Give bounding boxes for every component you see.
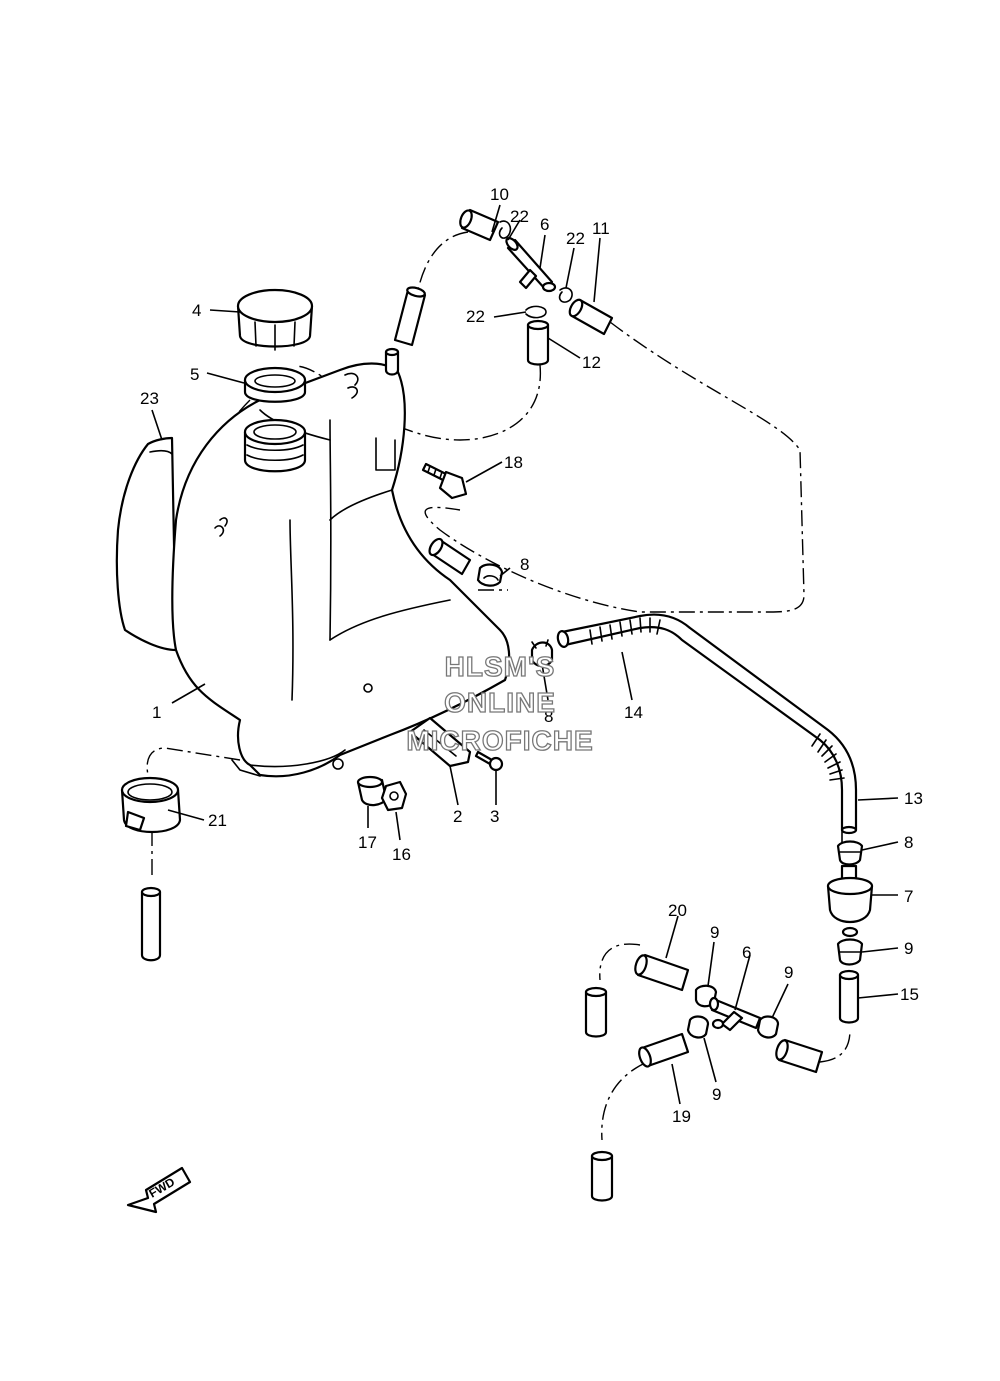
clamp-9-b (686, 1015, 710, 1039)
label-21: 21 (208, 811, 227, 830)
bolt-18 (421, 462, 468, 500)
hose-11 (568, 298, 614, 336)
hose-15 (838, 969, 860, 1024)
hose-20 (634, 953, 690, 992)
label-14: 14 (624, 703, 643, 722)
fuel-filter-7 (826, 864, 874, 938)
label-6a: 6 (540, 215, 549, 234)
label-8a: 8 (520, 555, 529, 574)
label-15: 15 (900, 985, 919, 1004)
label-3: 3 (490, 807, 499, 826)
label-9b: 9 (784, 963, 793, 982)
bracket-2 (408, 716, 472, 768)
label-2: 2 (453, 807, 462, 826)
label-23: 23 (140, 389, 159, 408)
clamp-9-c (756, 1015, 780, 1039)
fuel-hose-14 (556, 613, 858, 835)
label-18: 18 (504, 453, 523, 472)
label-22c: 22 (466, 307, 485, 326)
watermark-line-3: MICROFICHE (406, 725, 593, 756)
leader-lines (151, 204, 899, 1105)
nut-16 (380, 780, 408, 812)
label-11: 11 (592, 219, 610, 238)
band-strap-end (140, 886, 162, 962)
hose-8-mid (428, 537, 472, 576)
label-22b: 22 (566, 229, 585, 248)
t-joint-lower (708, 996, 762, 1032)
label-20: 20 (668, 901, 687, 920)
side-shroud (115, 436, 178, 652)
hose-right-short (775, 1038, 824, 1074)
clamp-8-fitting (530, 639, 554, 668)
label-22a: 22 (510, 207, 529, 226)
t-joint-upper (505, 237, 557, 293)
label-1: 1 (152, 703, 161, 722)
label-7: 7 (904, 887, 913, 906)
label-12: 12 (582, 353, 601, 372)
hose-19 (638, 1032, 690, 1068)
screw-3 (474, 750, 504, 772)
label-10: 10 (490, 185, 509, 204)
filler-neck (243, 418, 307, 473)
vent-hose-10 (459, 208, 500, 242)
watermark: HLSM'S ONLINE MICROFICHE (406, 650, 594, 756)
label-5: 5 (190, 365, 199, 384)
label-6b: 6 (742, 943, 751, 962)
hose-12 (526, 319, 550, 366)
callout-labels: 1 2 3 4 5 6 6 7 8 8 8 9 9 9 9 9 10 11 12… (140, 185, 923, 1126)
label-17: 17 (358, 833, 377, 852)
clamp-9-filter (836, 938, 864, 966)
fuel-cap (236, 288, 314, 351)
band-21 (120, 776, 182, 834)
label-9a: 9 (710, 923, 719, 942)
label-9d: 9 (904, 939, 913, 958)
cap-gasket (243, 366, 307, 403)
watermark-line-2: ONLINE (444, 687, 556, 718)
label-16: 16 (392, 845, 411, 864)
hose-stub-upper (584, 986, 608, 1038)
vent-hose-piece (393, 286, 427, 347)
collar-17 (356, 775, 388, 807)
label-19: 19 (672, 1107, 691, 1126)
clamp-8-lower (836, 840, 864, 866)
watermark-line-1: HLSM'S (445, 651, 556, 682)
label-4: 4 (192, 301, 201, 320)
label-8c: 8 (904, 833, 913, 852)
clamp-8-mid (476, 563, 504, 587)
fwd-arrow: FWD (126, 1166, 192, 1214)
hose-stub-lower (590, 1150, 614, 1202)
label-8b: 8 (544, 707, 553, 726)
label-9c: 9 (712, 1085, 721, 1104)
label-13: 13 (904, 789, 923, 808)
